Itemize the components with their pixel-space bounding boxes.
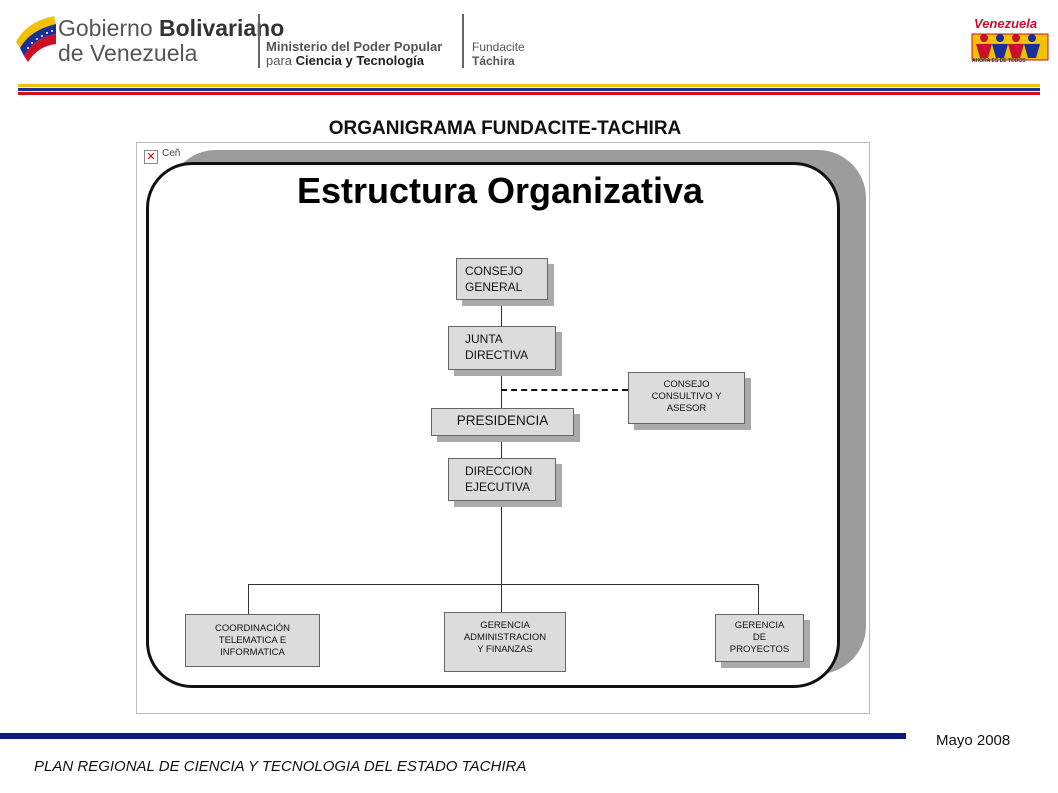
broken-image-label: Ceñ [162,148,181,159]
node-consejo-consultivo: CONSEJO CONSULTIVO Y ASESOR [628,372,745,424]
page-title: ORGANIGRAMA FUNDACITE-TACHIRA [328,118,682,139]
node-consejo-general: CONSEJO GENERAL [456,258,548,300]
venezuela-logo-title: Venezuela [974,16,1038,31]
fundacite-line2: Táchira [472,54,515,68]
venezuela-ahora-es-de-todos-logo-icon [971,33,1049,61]
node-coordinacion-telematica: COORDINACIÓN TELEMATICA E INFORMATICA [185,614,320,667]
flag-stripe-yellow [18,84,1040,87]
node-direccion-ejecutiva: DIRECCION EJECUTIVA [448,458,556,501]
gob-line2: de Venezuela [58,40,198,66]
connector-line [501,500,502,584]
node-label: GERENCIA ADMINISTRACION Y FINANZAS [463,620,547,655]
broken-image-icon: ✕ [144,150,158,164]
fundacite-wordmark: Fundacite Táchira [472,40,525,68]
diagram-title: Estructura Organizativa [296,170,704,211]
gob-line1-bold: Bolivariano [159,15,285,41]
header-separator [462,14,464,68]
node-presidencia: PRESIDENCIA [431,408,574,436]
advisory-dashed-connector [501,389,628,391]
connector-line [248,584,759,585]
node-label: COORDINACIÓN TELEMATICA E INFORMATICA [215,623,290,658]
node-label: JUNTA DIRECTIVA [465,332,529,362]
flag-stripe-blue [18,88,1040,91]
ministerio-line2-plain: para [266,53,296,68]
node-label: DIRECCION EJECUTIVA [465,464,533,494]
node-label: PRESIDENCIA [456,413,549,428]
ministerio-line1: Ministerio del Poder Popular [266,39,443,54]
node-label: CONSEJO CONSULTIVO Y ASESOR [651,379,722,414]
venezuela-logo-subtitle: AHORA ES DE TODOS [972,58,1026,64]
connector-line [501,300,502,328]
connector-line [758,584,759,614]
node-gerencia-proyectos: GERENCIA DE PROYECTOS [715,614,804,662]
footer-bar [0,733,906,739]
footer-date: Mayo 2008 [936,732,1011,749]
connector-line [501,584,502,612]
connector-line [248,584,249,614]
node-gerencia-administracion: GERENCIA ADMINISTRACION Y FINANZAS [444,612,566,672]
gob-line1-plain: Gobierno [58,15,160,41]
fundacite-line1: Fundacite [472,40,525,54]
gobierno-bolivariano-flag-icon [16,16,56,62]
connector-line [501,436,502,458]
flag-stripe-red [18,92,1040,95]
gobierno-bolivariano-wordmark: Gobierno Bolivariano de Venezuela [58,16,284,66]
node-label: CONSEJO GENERAL [465,264,524,294]
node-label: GERENCIA DE PROYECTOS [729,620,790,655]
ministerio-wordmark: Ministerio del Poder Popular para Cienci… [266,40,442,68]
header-separator [258,14,260,68]
ministerio-line2-bold: Ciencia y Tecnología [295,53,424,68]
node-junta-directiva: JUNTA DIRECTIVA [448,326,556,370]
footer-plan-title: PLAN REGIONAL DE CIENCIA Y TECNOLOGIA DE… [34,758,527,775]
